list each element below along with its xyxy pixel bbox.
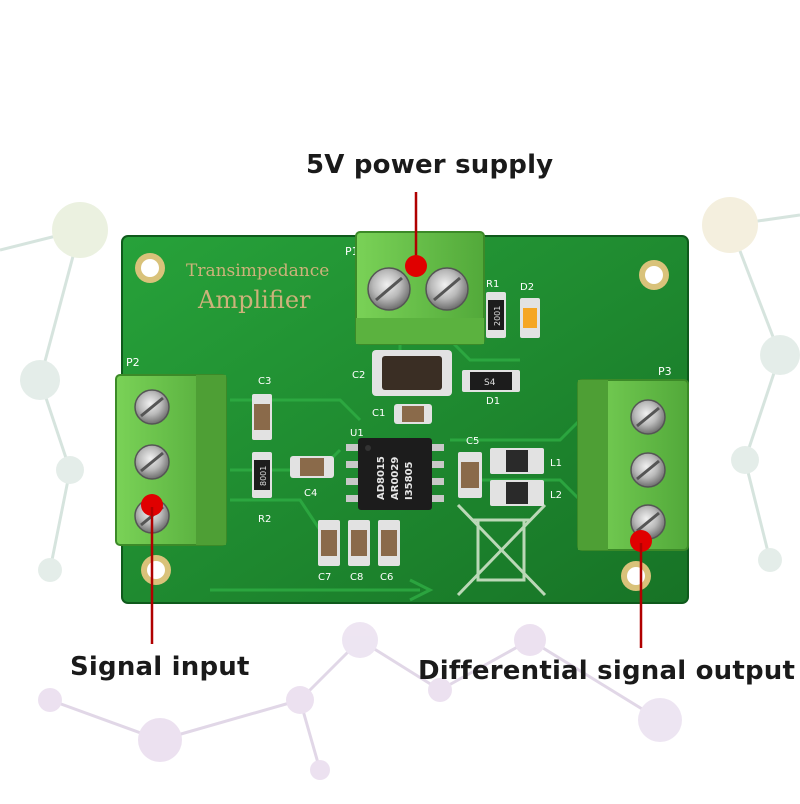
diode-d1: S4 [462, 370, 520, 392]
ref-r2: R2 [258, 514, 271, 525]
weee-bin-icon [456, 503, 547, 597]
connector-label-output: P3 [658, 365, 672, 378]
amplifier-chip: AD8015 AR0029 I35805 [346, 438, 444, 510]
capacitor-c6 [378, 520, 400, 566]
resistor-r2: 8001 [252, 452, 272, 498]
inductor-l1 [490, 448, 544, 474]
molecule-background [0, 197, 800, 780]
inductor-l2 [490, 480, 544, 506]
power-supply-label: 5V power supply [306, 150, 554, 180]
capacitor-c1 [394, 404, 432, 424]
output-terminal [577, 379, 689, 551]
capacitor-c2 [372, 350, 452, 396]
ref-c5: C5 [466, 436, 479, 447]
capacitor-c7 [318, 520, 340, 566]
ref-l2: L2 [550, 490, 562, 501]
ref-c8: C8 [350, 572, 363, 583]
ref-c6: C6 [380, 572, 393, 583]
diode-code: S4 [484, 378, 496, 388]
power-terminal [355, 231, 485, 345]
callout-power [405, 192, 427, 277]
pcb-board: Transimpedance Amplifier P1 P2 P3 [115, 231, 689, 604]
chip-marking-line3: I35805 [404, 461, 415, 500]
input-terminal [115, 374, 227, 546]
callout-input [141, 494, 163, 644]
connector-label-input: P2 [126, 356, 140, 369]
board-title-line1: Transimpedance [186, 261, 329, 281]
differential-output-label: Differential signal output [418, 656, 796, 686]
chip-marking-line1: AD8015 [376, 456, 387, 500]
ref-c4: C4 [304, 488, 317, 499]
ref-d1: D1 [486, 396, 500, 407]
ref-d2: D2 [520, 282, 534, 293]
mounting-hole [141, 555, 171, 585]
ref-l1: L1 [550, 458, 562, 469]
capacitor-c5 [458, 452, 482, 498]
ref-r1: R1 [486, 279, 499, 290]
mounting-hole [639, 260, 669, 290]
ref-u1: U1 [350, 428, 364, 439]
resistor-code-r1: 2001 [493, 306, 502, 326]
ref-c2: C2 [352, 370, 365, 381]
resistor-r1: 2001 [486, 292, 506, 338]
callout-output [630, 530, 652, 648]
led-d2 [520, 298, 540, 338]
chip-marking-line2: AR0029 [390, 457, 401, 500]
signal-input-label: Signal input [70, 652, 250, 682]
ref-c1: C1 [372, 408, 385, 419]
mounting-hole [621, 561, 651, 591]
mounting-hole [135, 253, 165, 283]
board-title-line2: Amplifier [197, 286, 311, 314]
resistor-code-r2: 8001 [259, 466, 268, 486]
ref-c3: C3 [258, 376, 271, 387]
capacitor-c4 [290, 456, 334, 478]
capacitor-c3 [252, 394, 272, 440]
capacitor-c8 [348, 520, 370, 566]
ref-c7: C7 [318, 572, 331, 583]
